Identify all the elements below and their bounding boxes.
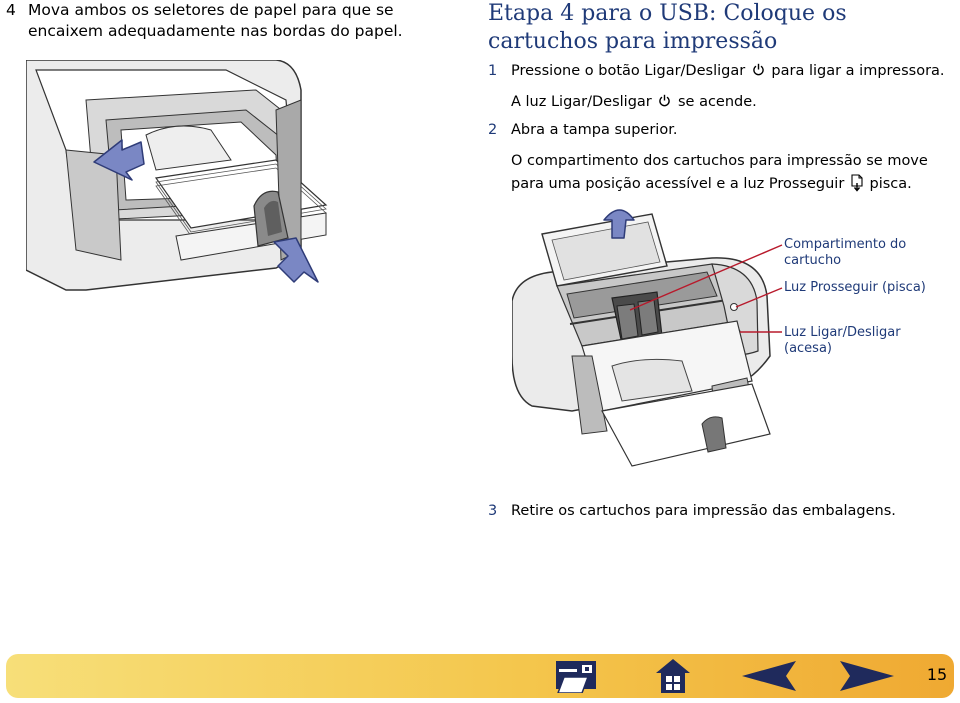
step-text-line: A luz Ligar/Desligar se acende. [511, 92, 757, 113]
step-text-line: Abra a tampa superior. [511, 122, 678, 138]
step-text-fragment: para uma posição acessível e a luz Pross… [511, 176, 845, 192]
step-text-fragment: A luz Ligar/Desligar [511, 94, 652, 110]
step-2-detail-cont: para uma posição acessível e a luz Pross… [488, 174, 958, 195]
step-text-line: Retire os cartuchos para impressão das e… [511, 503, 896, 519]
step-text-fragment: se acende. [677, 94, 757, 110]
open-lid-arrow [603, 209, 635, 239]
step-2: 2 Abra a tampa superior. [488, 120, 958, 141]
step-number: 3 [488, 503, 498, 519]
step-2-detail: O compartimento dos cartuchos para impre… [488, 151, 958, 172]
step-text-line: O compartimento dos cartuchos para impre… [511, 153, 928, 169]
step-text: Mova ambos os seletores de papel para qu… [28, 1, 403, 40]
step-text-fragment: Pressione o botão Ligar/Desligar [511, 63, 746, 79]
callout-resume-light: Luz Prosseguir (pisca) [784, 280, 926, 295]
next-page-icon[interactable] [838, 660, 896, 692]
step-text-line: para uma posição acessível e a luz Pross… [511, 174, 912, 195]
front-guide-arrow [273, 237, 319, 283]
step-number: 2 [488, 122, 498, 138]
callout-power-light: Luz Ligar/Desligar (acesa) [784, 325, 954, 357]
callout-line: Compartimento do [784, 237, 907, 252]
paper-tray-illustration [26, 60, 328, 291]
step-text-fragment: pisca. [869, 176, 912, 192]
callout-cartridge-cradle: Compartimento do cartucho [784, 237, 954, 269]
callout-leader-lines [629, 244, 783, 333]
callout-line: cartucho [784, 253, 842, 268]
step-number: 4 [6, 1, 16, 19]
power-icon [659, 94, 671, 107]
callout-line: Luz Ligar/Desligar [784, 325, 901, 340]
open-printer-illustration [512, 209, 771, 467]
step-number: 1 [488, 63, 498, 79]
step-text-line: Pressione o botão Ligar/Desligar para li… [511, 61, 945, 82]
print-guide-icon[interactable] [554, 659, 598, 694]
step-text-fragment: para ligar a impressora. [771, 63, 945, 79]
left-guide-arrow [93, 139, 145, 181]
callout-line: (acesa) [784, 341, 832, 356]
step-1-result: A luz Ligar/Desligar se acende. [488, 92, 958, 113]
step-1: 1 Pressione o botão Ligar/Desligar para … [488, 61, 958, 82]
previous-page-icon[interactable] [740, 660, 798, 692]
home-icon[interactable] [655, 657, 691, 695]
step-3: 3 Retire os cartuchos para impressão das… [488, 501, 958, 522]
page-number: 15 [926, 665, 948, 684]
footer-nav-bar [6, 654, 954, 698]
section-heading: Etapa 4 para o USB: Coloque os cartuchos… [488, 1, 847, 54]
power-icon [753, 63, 764, 76]
resume-icon [851, 174, 863, 192]
